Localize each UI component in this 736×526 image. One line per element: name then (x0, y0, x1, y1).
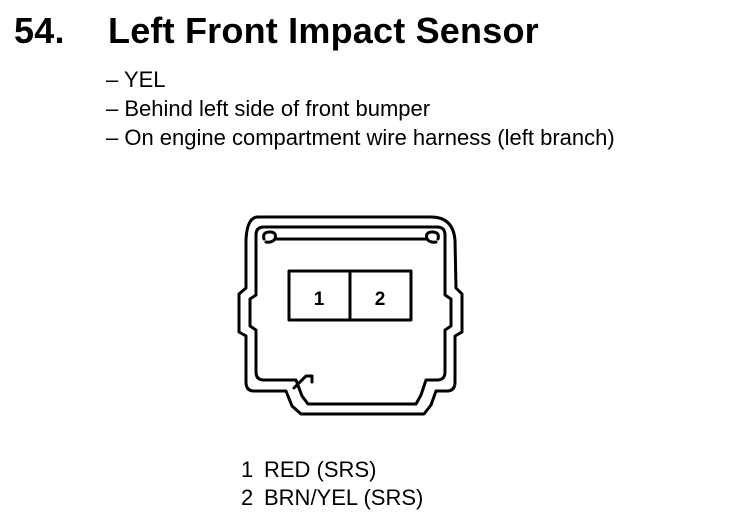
pinout-list: 1 RED (SRS) 2 BRN/YEL (SRS) (241, 456, 423, 512)
detail-connector-color: – YEL (106, 67, 166, 92)
component-details: – YEL – Behind left side of front bumper… (106, 65, 615, 152)
lock-tab-right (425, 230, 440, 244)
terminal-label-1: 1 (314, 289, 325, 310)
pinout-row: 1 RED (SRS) (241, 456, 423, 484)
component-number: 54. (14, 10, 65, 51)
connector-face-diagram: 1 2 (237, 215, 464, 416)
connector-housing-inner (248, 225, 453, 406)
pinout-row: 2 BRN/YEL (SRS) (241, 484, 423, 512)
pin-wire: BRN/YEL (SRS) (264, 485, 424, 510)
connector-housing-outer (237, 215, 464, 416)
pin-number: 2 (241, 485, 254, 510)
housing-key-notch (292, 374, 314, 390)
pin-number: 1 (241, 457, 254, 482)
lock-tab-left (262, 230, 277, 244)
detail-location: – Behind left side of front bumper (106, 96, 431, 121)
component-title: Left Front Impact Sensor (108, 10, 539, 51)
pin-wire: RED (SRS) (264, 457, 377, 482)
terminal-label-2: 2 (375, 289, 386, 310)
terminal-cavity-2 (348, 269, 413, 322)
detail-harness: – On engine compartment wire harness (le… (106, 125, 615, 150)
